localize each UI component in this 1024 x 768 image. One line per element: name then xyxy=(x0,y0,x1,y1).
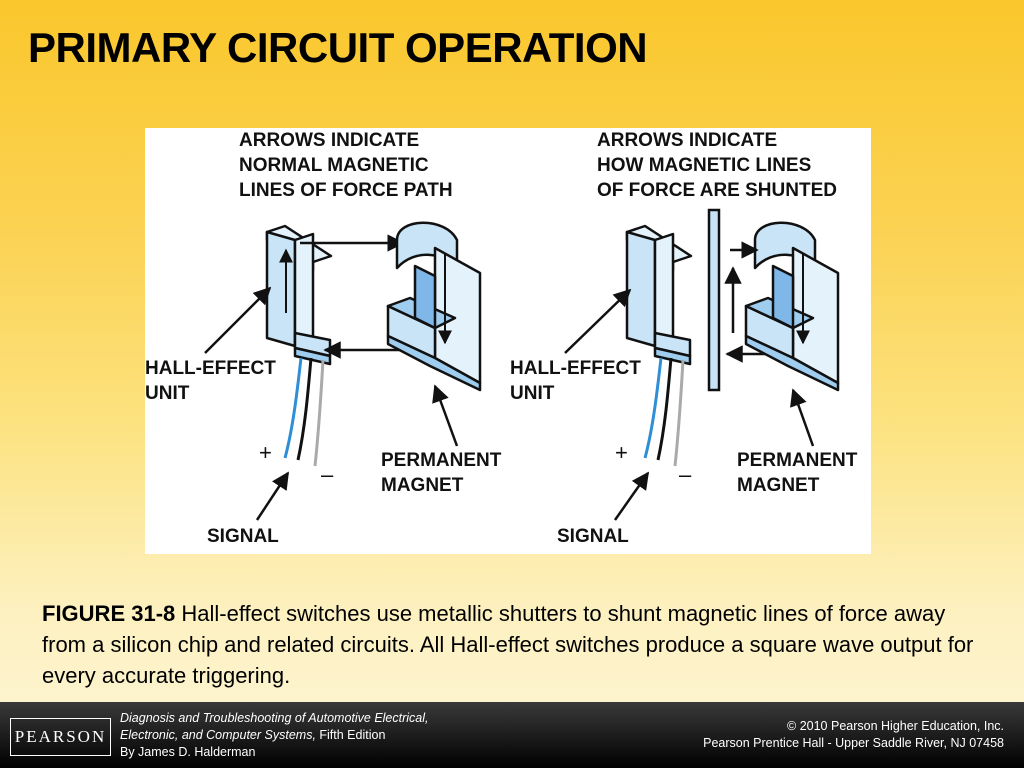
book-info: Diagnosis and Troubleshooting of Automot… xyxy=(120,710,429,761)
right-minus-sign: – xyxy=(679,462,692,487)
book-edition: Fifth Edition xyxy=(315,728,386,742)
caption-text: Hall-effect switches use metallic shutte… xyxy=(42,601,974,688)
slide-title: PRIMARY CIRCUIT OPERATION xyxy=(28,24,648,71)
book-author: By James D. Halderman xyxy=(120,745,256,759)
right-magnet-pointer xyxy=(790,388,815,447)
left-magnet-label: PERMANENT MAGNET xyxy=(381,450,502,496)
right-magnet-label: PERMANENT MAGNET xyxy=(737,450,858,496)
copyright-notice: © 2010 Pearson Higher Education, Inc. Pe… xyxy=(703,718,1004,752)
left-hall-effect-unit xyxy=(265,224,333,366)
figure-caption: FIGURE 31-8 Hall-effect switches use met… xyxy=(42,598,987,691)
book-title-line2: Electronic, and Computer Systems, xyxy=(120,728,316,742)
left-wires xyxy=(283,357,325,467)
left-permanent-magnet xyxy=(386,221,482,392)
figure-hall-effect-diagram: ARROWS INDICATE NORMAL MAGNETIC LINES OF… xyxy=(145,128,871,554)
right-hall-pointer xyxy=(564,288,632,354)
slide-footer: PEARSON Diagnosis and Troubleshooting of… xyxy=(0,702,1024,768)
right-permanent-magnet xyxy=(744,221,840,392)
right-heading: ARROWS INDICATE HOW MAGNETIC LINES OF FO… xyxy=(597,130,837,201)
copyright-line2: Pearson Prentice Hall - Upper Saddle Riv… xyxy=(703,736,1004,750)
left-heading: ARROWS INDICATE NORMAL MAGNETIC LINES OF… xyxy=(239,130,453,201)
left-magnet-pointer xyxy=(432,384,459,447)
right-signal-pointer xyxy=(613,471,650,521)
left-diagram xyxy=(204,221,482,521)
right-metallic-shutter xyxy=(707,208,721,392)
figure-illustration xyxy=(204,208,840,521)
pearson-logo: PEARSON xyxy=(10,718,111,756)
right-wires xyxy=(643,357,685,467)
left-plus-sign: + xyxy=(259,440,272,465)
left-minus-sign: – xyxy=(321,462,334,487)
right-signal-label: SIGNAL xyxy=(557,526,629,547)
copyright-line1: © 2010 Pearson Higher Education, Inc. xyxy=(787,719,1004,733)
left-hall-effect-label: HALL-EFFECT UNIT xyxy=(145,358,276,404)
left-hall-pointer xyxy=(204,286,272,354)
book-title-line1: Diagnosis and Troubleshooting of Automot… xyxy=(120,711,429,725)
left-signal-label: SIGNAL xyxy=(207,526,279,547)
right-plus-sign: + xyxy=(615,440,628,465)
right-diagram xyxy=(564,208,840,521)
figure-number: FIGURE 31-8 xyxy=(42,601,176,626)
right-hall-effect-unit xyxy=(625,224,693,366)
left-signal-pointer xyxy=(255,471,290,521)
right-hall-effect-label: HALL-EFFECT UNIT xyxy=(510,358,641,404)
